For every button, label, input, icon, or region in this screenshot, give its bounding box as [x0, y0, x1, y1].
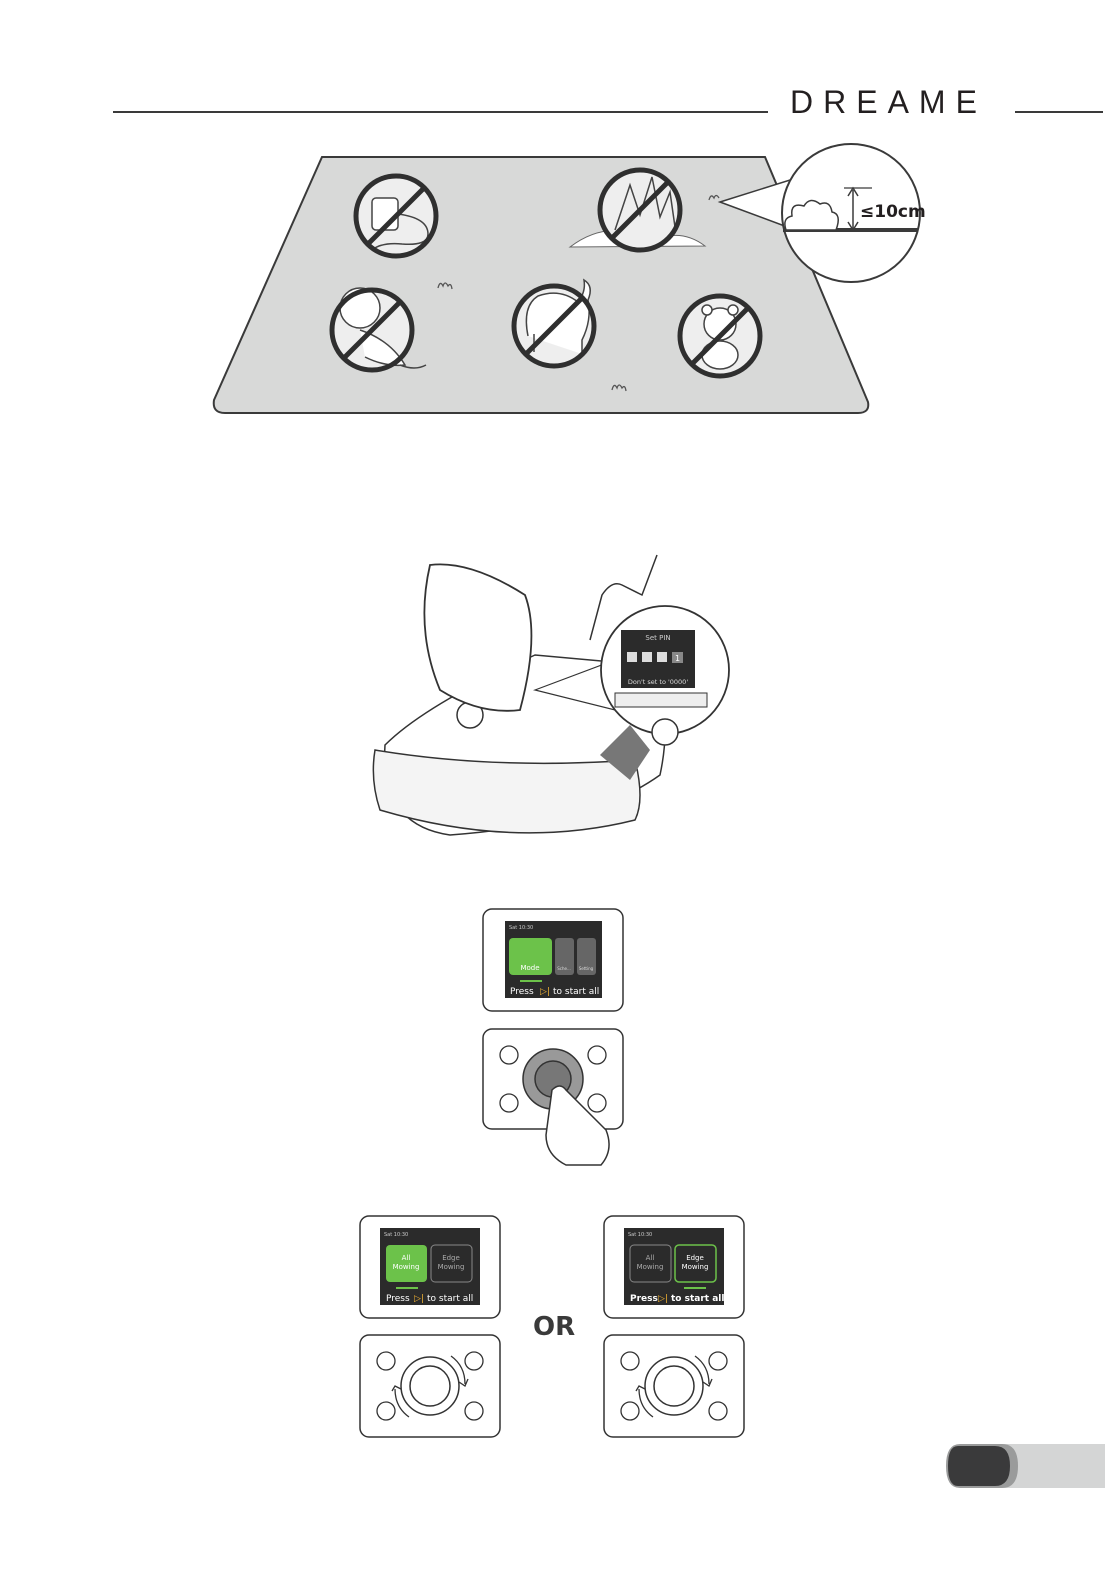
svg-text:Edge: Edge [686, 1254, 704, 1262]
start-button-icon [588, 1046, 606, 1064]
menu-item-schedule-label: Sche... [557, 966, 571, 971]
edge-prompt-suffix: to start all [671, 1294, 724, 1304]
edge-mowing-screen-panel: Sat 10:30 All Mowing Edge Mowing Press ▷… [603, 1215, 745, 1319]
mower-pin-illustration: Set PIN 1 Don't set to '0000' [365, 545, 740, 855]
mower-lid [424, 564, 531, 710]
menu-prompt-suffix: to start all [553, 987, 599, 997]
svg-text:Mowing: Mowing [393, 1263, 420, 1271]
menu-prompt-prefix: Press [510, 987, 534, 997]
svg-text:Mowing: Mowing [438, 1263, 465, 1271]
all-prompt-prefix: Press [386, 1294, 410, 1304]
power-button-icon [621, 1352, 639, 1370]
pin-title: Set PIN [645, 634, 670, 642]
menu-status-time: Sat 10:30 [509, 925, 533, 931]
menu-item-setting-label: Setting [579, 966, 594, 971]
header-rule-left [113, 111, 768, 113]
lawn-hazard-illustration: ≤10cm [210, 140, 930, 420]
home-button-icon [709, 1402, 727, 1420]
pin-note: Don't set to '0000' [628, 678, 688, 686]
menu-item-mode-label: Mode [520, 964, 539, 972]
edge-status-time: Sat 10:30 [628, 1232, 652, 1238]
play-pause-icon: ▷| [414, 1294, 424, 1304]
pin-digit: 1 [675, 654, 680, 663]
back-button-icon [500, 1094, 518, 1112]
home-button-icon [465, 1402, 483, 1420]
height-callout-label: ≤10cm [860, 202, 926, 222]
control-pad-press [482, 1028, 642, 1168]
control-pad-rotate-left [359, 1334, 501, 1438]
menu-screen-panel: Sat 10:30 Mode Sche... Setting Press ▷| … [482, 908, 624, 1012]
power-button-icon [500, 1046, 518, 1064]
brand-logo: DREAME [790, 84, 987, 121]
no-toys-icon [680, 296, 760, 376]
power-button-icon [377, 1352, 395, 1370]
home-button-icon [588, 1094, 606, 1112]
start-button-icon [465, 1352, 483, 1370]
svg-text:Mowing: Mowing [682, 1263, 709, 1271]
svg-text:All: All [646, 1254, 655, 1262]
control-pad-rotate-right [603, 1334, 745, 1438]
header-rule-right [1015, 111, 1103, 113]
play-pause-icon: ▷| [658, 1294, 668, 1304]
play-pause-icon: ▷| [540, 987, 550, 997]
start-button-icon [709, 1352, 727, 1370]
all-mowing-screen-panel: Sat 10:30 All Mowing Edge Mowing Press ▷… [359, 1215, 501, 1319]
svg-text:Edge: Edge [442, 1254, 460, 1262]
svg-text:All: All [402, 1254, 411, 1262]
svg-text:Mowing: Mowing [637, 1263, 664, 1271]
no-charger-icon [356, 176, 436, 256]
back-button-icon [621, 1402, 639, 1420]
back-button-icon [377, 1402, 395, 1420]
page-tab [940, 1438, 1105, 1494]
or-label: OR [533, 1312, 575, 1342]
all-prompt-suffix: to start all [427, 1294, 473, 1304]
all-status-time: Sat 10:30 [384, 1232, 408, 1238]
edge-prompt-prefix: Press [630, 1294, 658, 1304]
